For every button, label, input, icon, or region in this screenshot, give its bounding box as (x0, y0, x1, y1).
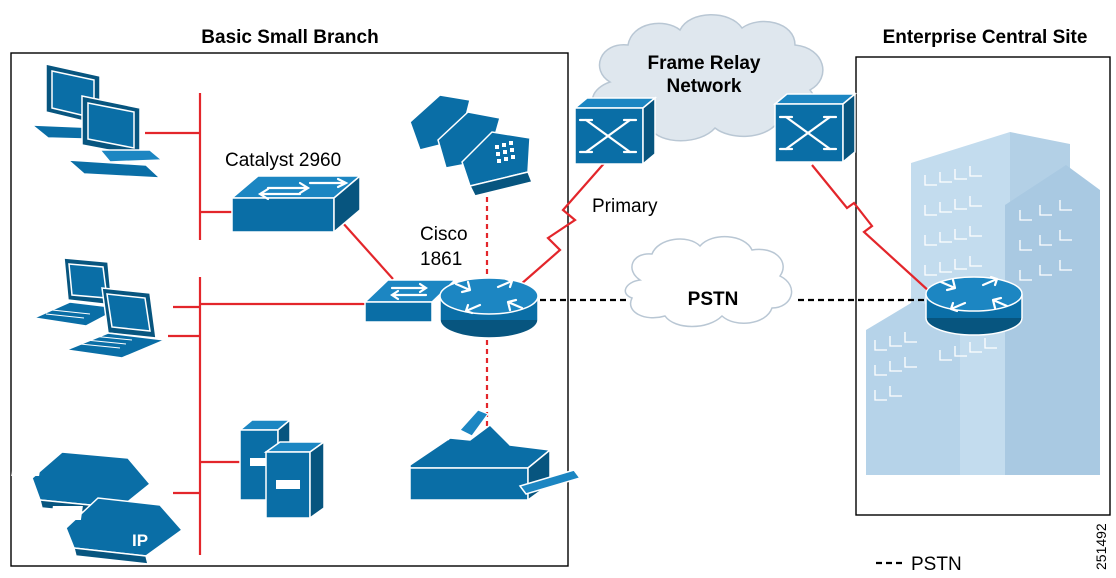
figure-id: 251492 (1093, 523, 1109, 570)
fax-machine-icon (409, 409, 582, 502)
legend: PSTN (876, 554, 962, 575)
branch-boundary (10, 52, 569, 567)
catalyst-label: Catalyst 2960 (225, 150, 341, 171)
catalyst-switch-icon (229, 174, 363, 234)
cisco-1861-router-icon (363, 277, 539, 339)
primary-link-label: Primary (592, 196, 658, 217)
cisco-label-2: 1861 (420, 249, 462, 270)
analog-phones-icon (409, 94, 534, 197)
pstn-cloud-label: PSTN (688, 289, 739, 310)
frame-relay-switch-right-icon (772, 92, 858, 164)
frame-relay-label-1: Frame Relay (647, 53, 760, 74)
central-router-icon (925, 275, 1023, 336)
cisco-label-1: Cisco (420, 224, 468, 245)
frame-relay-switch-left-icon (572, 96, 658, 166)
links (145, 93, 931, 555)
servers-icon (237, 418, 327, 520)
desktop-computer-icon (29, 63, 164, 179)
central-boundary (855, 56, 1111, 516)
branch-title: Basic Small Branch (201, 27, 378, 48)
pstn-cloud: PSTN (624, 235, 793, 328)
frame-relay-label-2: Network (667, 76, 742, 97)
central-title: Enterprise Central Site (883, 27, 1088, 48)
office-building-icon (866, 132, 1100, 475)
laptop-computers-icon (31, 257, 168, 359)
ip-phone-label: IP (132, 531, 148, 550)
ip-phones-icon: IP (11, 451, 184, 565)
legend-pstn-label: PSTN (911, 554, 962, 573)
